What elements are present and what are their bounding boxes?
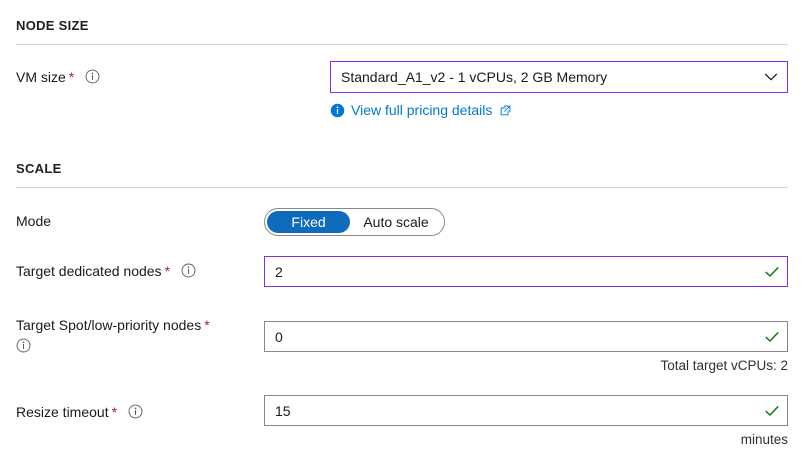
target-spot-nodes-input[interactable]: 0: [264, 321, 788, 352]
scale-mode-option-auto-scale[interactable]: Auto scale: [363, 214, 429, 230]
info-circle-outline-icon[interactable]: [128, 404, 143, 419]
resize-timeout-value: 15: [275, 402, 291, 419]
pricing-link-text: View full pricing details: [351, 102, 493, 118]
vm-size-dropdown[interactable]: Standard_A1_v2 - 1 vCPUs, 2 GB Memory: [330, 61, 788, 93]
target-dedicated-nodes-input[interactable]: 2: [264, 256, 788, 287]
section-divider-node-size: [16, 44, 788, 45]
mode-label: Mode: [16, 212, 51, 231]
section-header-scale: SCALE: [16, 161, 62, 176]
chevron-down-icon[interactable]: [763, 69, 779, 85]
target-dedicated-nodes-label-text: Target dedicated nodes: [16, 263, 162, 279]
checkmark-icon: [763, 263, 781, 281]
info-circle-outline-icon[interactable]: [181, 263, 196, 278]
target-spot-nodes-required-asterisk: *: [204, 317, 210, 333]
resize-timeout-unit-text: minutes: [740, 432, 788, 447]
target-spot-nodes-label: Target Spot/low-priority nodes*: [16, 315, 256, 357]
info-circle-filled-icon: [330, 103, 345, 118]
target-dedicated-nodes-required-asterisk: *: [164, 263, 171, 279]
section-divider-scale: [16, 187, 788, 188]
vm-size-required-asterisk: *: [68, 69, 75, 85]
external-link-icon: [499, 104, 512, 117]
scale-mode-toggle[interactable]: Fixed Auto scale: [264, 208, 445, 236]
resize-timeout-input[interactable]: 15: [264, 395, 788, 426]
section-header-node-size: NODE SIZE: [16, 18, 89, 33]
target-dedicated-nodes-value: 2: [275, 263, 283, 280]
info-circle-outline-icon[interactable]: [16, 338, 31, 353]
target-spot-nodes-label-text: Target Spot/low-priority nodes: [16, 317, 202, 333]
mode-label-text: Mode: [16, 213, 52, 229]
target-dedicated-nodes-label: Target dedicated nodes*: [16, 262, 196, 281]
total-target-vcpus-text: Total target vCPUs: 2: [660, 358, 788, 373]
resize-timeout-required-asterisk: *: [111, 404, 118, 420]
vm-size-label-text: VM size: [16, 69, 66, 85]
resize-timeout-label: Resize timeout*: [16, 403, 143, 422]
resize-timeout-label-text: Resize timeout: [16, 404, 109, 420]
view-full-pricing-details-link[interactable]: View full pricing details: [330, 102, 512, 118]
checkmark-icon: [763, 328, 781, 346]
vm-size-label: VM size*: [16, 68, 100, 87]
scale-mode-option-fixed[interactable]: Fixed: [267, 211, 351, 233]
target-spot-nodes-value: 0: [275, 328, 283, 345]
vm-size-dropdown-value: Standard_A1_v2 - 1 vCPUs, 2 GB Memory: [341, 69, 608, 85]
info-circle-outline-icon[interactable]: [85, 69, 100, 84]
checkmark-icon: [763, 402, 781, 420]
